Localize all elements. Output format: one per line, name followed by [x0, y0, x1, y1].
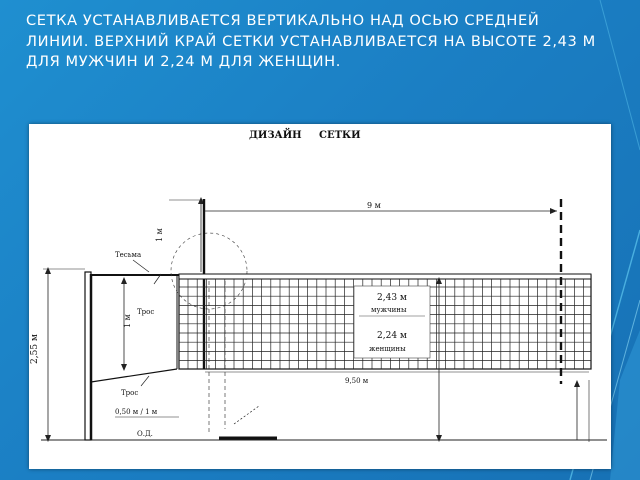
top-width-label: 9 м [367, 201, 381, 210]
bottom-cable [90, 368, 178, 383]
slant-line [233, 405, 260, 425]
men-word-label: мужчины [371, 306, 407, 314]
cable-top-label: Трос [137, 308, 154, 316]
angle-label: 1 м [155, 228, 164, 242]
tape-label: Тесьма [115, 251, 141, 259]
height-info-box [353, 285, 431, 359]
one-meter-label: 1 м [123, 314, 132, 328]
cable-bottom-label: Трос [121, 389, 138, 397]
detail-circle [170, 232, 248, 310]
baseline-label: О.Д. [137, 430, 153, 438]
net-design-diagram: ДИЗАЙН СЕТКИ О.Д. 2,55 м 1 м Тесьма Трос… [29, 124, 611, 469]
women-height-label: 2,24 м [377, 331, 407, 341]
slide-title: Сетка устанавливается вертикально над ос… [26, 12, 596, 70]
court-width-label: 9,50 м [345, 377, 369, 385]
women-word-label: женщины [369, 345, 406, 353]
post-offset-label: 0,50 м / 1 м [115, 408, 158, 416]
diagram-heading: ДИЗАЙН СЕТКИ [249, 128, 361, 141]
men-height-label: 2,43 м [377, 293, 407, 303]
net-drawing: ДИЗАЙН СЕТКИ О.Д. 2,55 м 1 м Тесьма Трос… [30, 128, 607, 442]
side-height-label: 2,55 м [30, 334, 40, 364]
